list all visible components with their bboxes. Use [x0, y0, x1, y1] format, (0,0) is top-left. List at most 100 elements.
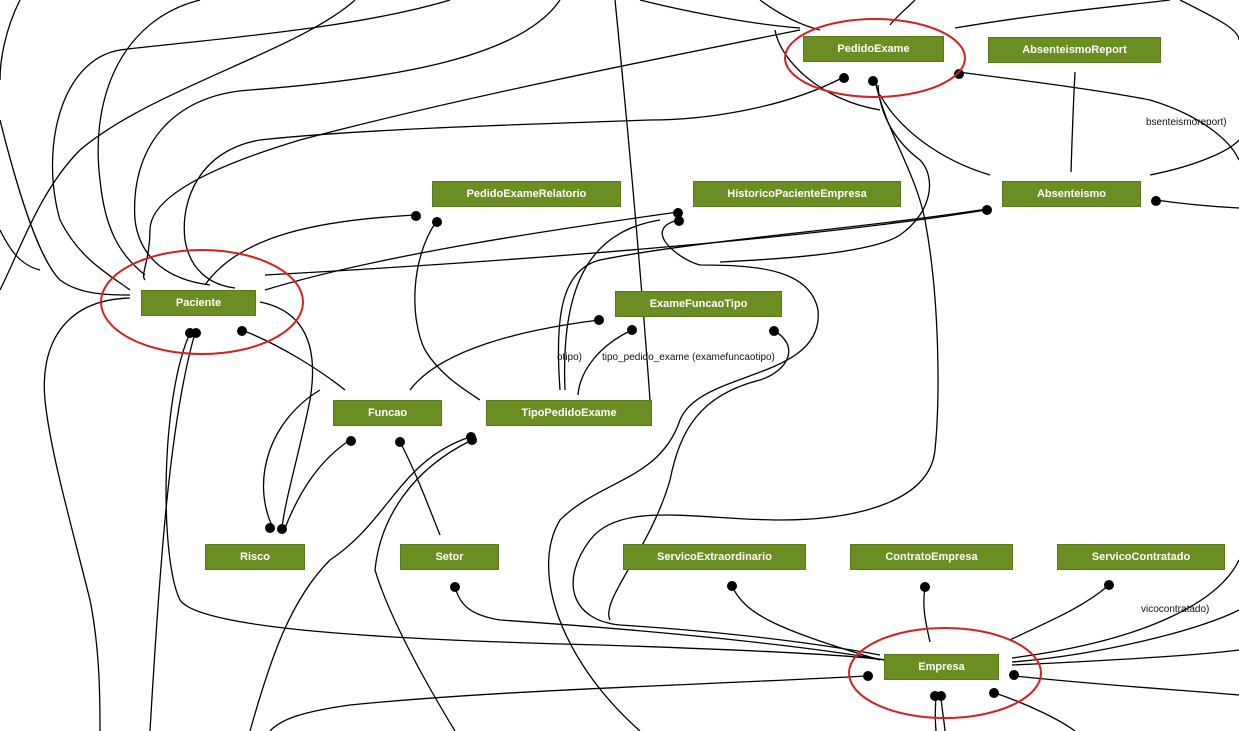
edge-endpoint: [674, 216, 684, 226]
edge-endpoint: [727, 581, 737, 591]
edge-endpoint: [769, 326, 779, 336]
relationship-edge: [1011, 559, 1239, 659]
relationship-edge: [249, 436, 471, 731]
relationship-edge: [719, 84, 931, 263]
edge-endpoint: [954, 69, 964, 79]
relationship-edge: [43, 297, 131, 731]
entity-pedidoexamerelatorio[interactable]: PedidoExameRelatorio: [432, 181, 621, 207]
relationship-edge: [639, 0, 801, 29]
entity-funcao[interactable]: Funcao: [333, 400, 442, 426]
relationship-edge: [454, 586, 886, 661]
edge-endpoint: [989, 688, 999, 698]
relationship-edge: [0, 119, 131, 296]
relationship-edge: [879, 94, 991, 176]
relationship-edge: [548, 219, 819, 731]
relationship-edge: [954, 0, 1171, 29]
edge-endpoint: [277, 524, 287, 534]
relationship-edge: [889, 0, 916, 26]
entity-historicopacienteempresa[interactable]: HistoricoPacienteEmpresa: [693, 181, 901, 207]
relationship-edge: [577, 329, 633, 396]
highlight-ellipse-paciente: [100, 249, 304, 355]
edge-endpoint: [627, 325, 637, 335]
edge-endpoint: [594, 315, 604, 325]
relationship-edge: [284, 439, 351, 529]
edge-endpoint: [1151, 196, 1161, 206]
relationship-edge: [1149, 139, 1239, 176]
relationship-edge: [563, 219, 661, 391]
edge-endpoint: [1009, 670, 1019, 680]
relationship-edge: [0, 229, 41, 271]
edge-endpoint: [982, 205, 992, 215]
relationship-edge: [1155, 199, 1239, 209]
relationship-edge: [264, 211, 679, 291]
relationship-edge: [1014, 675, 1239, 696]
relationship-edge: [1179, 0, 1239, 41]
relationship-edge: [183, 77, 843, 289]
entity-pedidoexame[interactable]: PedidoExame: [803, 36, 944, 62]
edge-label-vicocontratado: vicocontratado): [1141, 604, 1210, 615]
relationship-edge: [259, 301, 314, 529]
edge-endpoint: [346, 436, 356, 446]
entity-contratoempresa[interactable]: ContratoEmpresa: [850, 544, 1013, 570]
relationship-edge: [774, 29, 881, 111]
edge-label-otipo: otipo): [557, 352, 583, 363]
relationship-edge: [957, 71, 1239, 161]
relationship-edge: [608, 329, 790, 621]
entity-examefuncaotipo[interactable]: ExameFuncaoTipo: [615, 291, 782, 317]
edge-endpoint: [868, 76, 878, 86]
entity-tipopedidoexame[interactable]: TipoPedidoExame: [486, 400, 652, 426]
relationship-edge: [269, 675, 868, 731]
entity-servicoextraordinario[interactable]: ServicoExtraordinario: [623, 544, 806, 570]
entity-paciente[interactable]: Paciente: [141, 290, 256, 316]
relationship-edge: [1011, 649, 1239, 666]
entity-empresa[interactable]: Empresa: [884, 654, 999, 680]
entity-setor[interactable]: Setor: [400, 544, 499, 570]
edge-endpoint: [920, 582, 930, 592]
relationship-edge: [923, 587, 931, 643]
edge-label-absenteismoreport: bsenteismoreport): [1146, 117, 1227, 128]
relationship-edge: [165, 332, 886, 661]
relationship-edge: [414, 221, 481, 401]
highlight-ellipse-pedidoexame: [784, 18, 966, 98]
relationship-edge: [399, 441, 441, 536]
relationship-edge: [731, 585, 881, 661]
edge-endpoint: [411, 211, 421, 221]
relationship-edge: [1070, 71, 1076, 173]
relationship-edge: [934, 696, 937, 731]
relationship-edge: [0, 0, 21, 81]
edge-label-tipo-pedido-exame: tipo_pedido_exame (examefuncaotipo): [602, 352, 775, 363]
relationship-edge: [572, 79, 939, 656]
relationship-edge: [51, 0, 451, 291]
edge-endpoint: [673, 208, 683, 218]
entity-risco[interactable]: Risco: [205, 544, 305, 570]
edge-endpoint: [265, 523, 275, 533]
edge-endpoint: [395, 437, 405, 447]
relationship-edge: [557, 208, 988, 391]
relationship-edge: [204, 214, 417, 286]
relationship-edge: [143, 29, 801, 281]
relationship-edge: [994, 692, 1076, 731]
relationship-edge: [262, 389, 321, 529]
entity-absenteismoreport[interactable]: AbsenteismoReport: [988, 37, 1161, 63]
entity-servicocontratado[interactable]: ServicoContratado: [1057, 544, 1225, 570]
edge-endpoint: [432, 217, 442, 227]
relationship-edge: [241, 329, 346, 391]
edge-endpoint: [467, 435, 477, 445]
relationship-edge: [374, 439, 473, 731]
relationship-edge: [1011, 609, 1239, 663]
relationship-edge: [264, 209, 987, 276]
edge-endpoint: [191, 328, 201, 338]
relationship-edge: [940, 696, 946, 731]
highlight-ellipse-empresa: [848, 627, 1042, 719]
edge-endpoint: [450, 582, 460, 592]
edge-endpoint: [839, 73, 849, 83]
relationship-edge: [1009, 584, 1110, 641]
entity-absenteismo[interactable]: Absenteismo: [1002, 181, 1141, 207]
edge-endpoint: [936, 691, 946, 701]
edge-endpoint: [1104, 580, 1114, 590]
relationship-edge: [614, 0, 651, 401]
edge-endpoint: [237, 326, 247, 336]
relationship-edge: [97, 0, 201, 276]
relationship-edge: [409, 319, 600, 391]
